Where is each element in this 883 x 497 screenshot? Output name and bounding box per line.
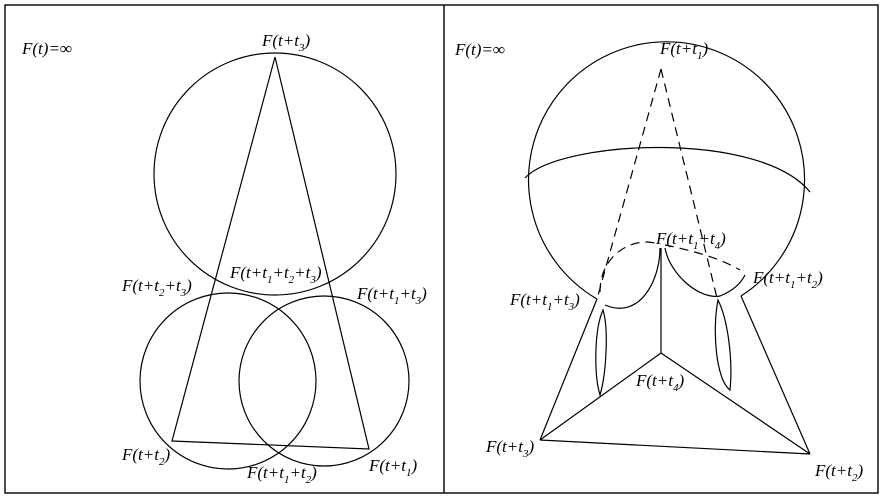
dashed-edge-left [596, 68, 662, 300]
lobe-right [664, 247, 746, 297]
right-panel: F(t)=∞ F(t+t1) F(t+t1+t4) F(t+t1+t2) F(t… [454, 39, 863, 484]
sphere-outline [527, 41, 806, 300]
right-bottom-right-label: F(t+t2) [814, 461, 863, 484]
left-mid-right-label: F(t+t1+t3) [356, 284, 427, 307]
lobe-left [604, 247, 661, 309]
main-triangle [171, 56, 370, 450]
dashed-lobe-right [664, 244, 741, 271]
left-bottom-left-label: F(t+t2) [121, 445, 170, 468]
right-corner-label: F(t)=∞ [454, 40, 505, 59]
figure-frame [4, 4, 879, 494]
left-mid-left-label: F(t+t2+t3) [121, 276, 192, 299]
edge-sphere-left-down [539, 298, 598, 441]
left-bottom-mid-label: F(t+t1+t2) [246, 463, 317, 486]
right-left-label: F(t+t1+t3) [509, 290, 580, 313]
right-inner-label: F(t+t4) [635, 371, 684, 394]
right-top-label: F(t+t1) [659, 39, 708, 62]
dashed-edge-right [660, 68, 718, 299]
left-center-label: F(t+t1+t2+t3) [229, 263, 322, 286]
right-bottom-left-label: F(t+t3) [485, 437, 534, 460]
edge-inner-right [660, 352, 811, 455]
edge-base [539, 439, 811, 455]
leaf-right [714, 298, 732, 392]
lower-right-circle [238, 295, 410, 467]
dashed-lobe-left [599, 241, 661, 293]
left-top-label: F(t+t3) [261, 31, 310, 54]
left-bottom-right-label: F(t+t1) [368, 456, 417, 479]
lower-left-circle [139, 292, 317, 470]
left-panel: F(t)=∞ F(t+t3) F(t+t2+t3) F(t+t1+t2+t3) … [21, 31, 427, 486]
left-corner-label: F(t)=∞ [21, 39, 72, 58]
edge-sphere-right-down [740, 295, 811, 455]
edge-inner-left [539, 352, 662, 441]
large-circle [153, 52, 397, 296]
right-center-label: F(t+t1+t4) [655, 229, 726, 252]
sphere-equator [524, 146, 811, 193]
leaf-left [595, 308, 607, 398]
right-right-label: F(t+t1+t2) [752, 268, 823, 291]
